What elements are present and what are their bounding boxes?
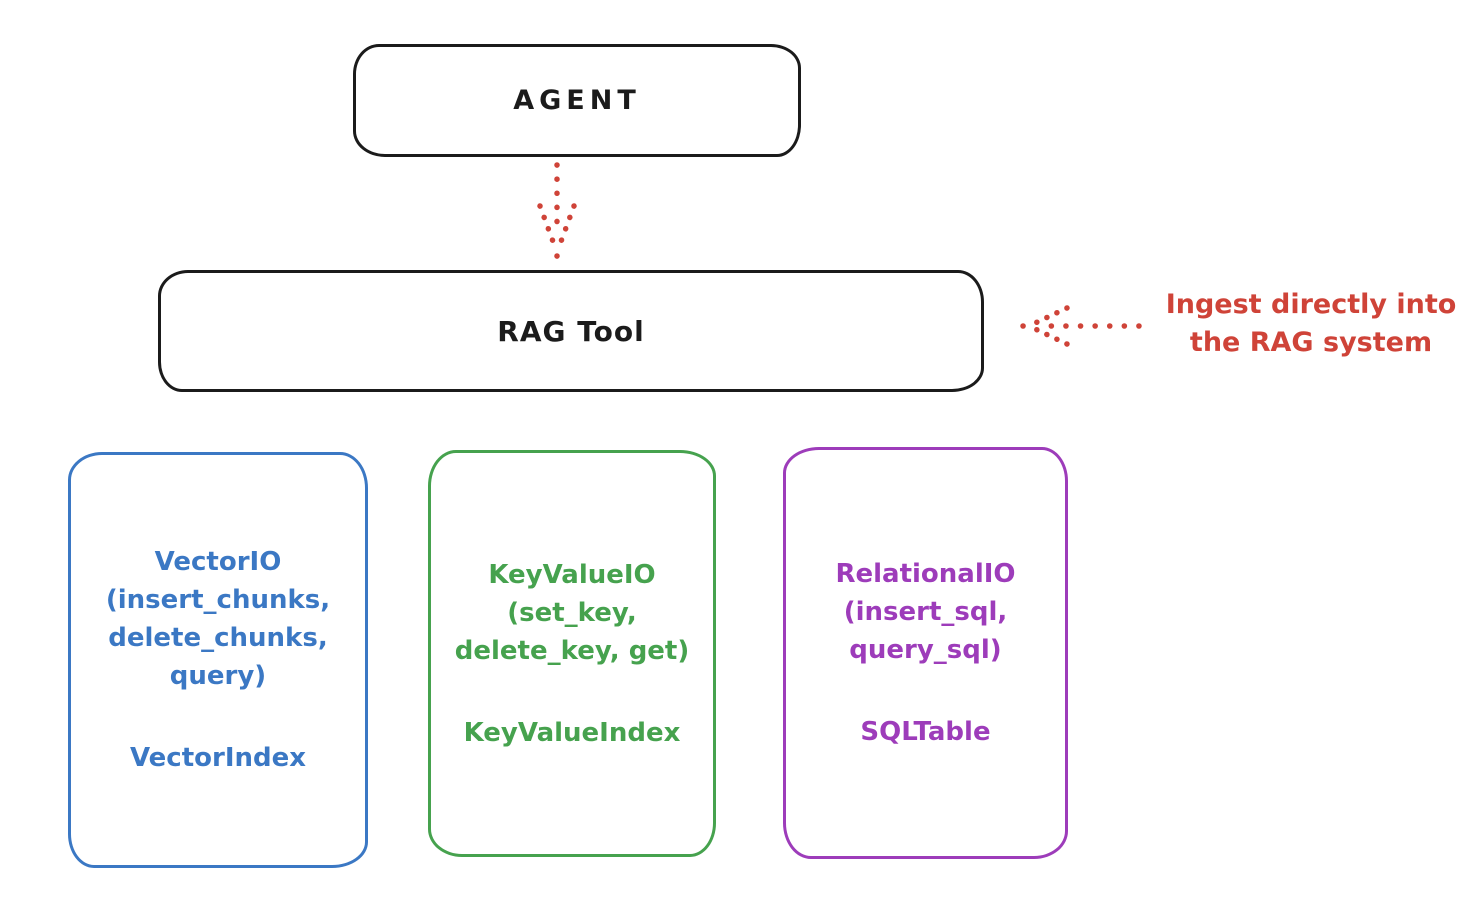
rag-tool-label: RAG Tool <box>497 314 645 348</box>
keyvalueio-box: KeyValueIO (set_key, delete_key, get) Ke… <box>428 450 716 857</box>
keyvalueio-method-line: delete_key, get) <box>454 635 690 666</box>
vectorio-method-line: delete_chunks, <box>108 623 328 653</box>
relationalio-index-label: SQLTable <box>860 717 991 747</box>
ingest-annotation-line1: Ingest directly into <box>1165 289 1457 320</box>
relationalio-box: RelationalIO (insert_sql, query_sql) SQL… <box>783 447 1068 859</box>
relationalio-method-line: query_sql) <box>849 635 1002 665</box>
dotted-arrow-down-icon <box>537 162 577 259</box>
agent-label: AGENT <box>513 85 641 116</box>
relationalio-method-line: (insert_sql, <box>843 597 1008 627</box>
ingest-annotation-line2: the RAG system <box>1189 327 1433 358</box>
vectorio-title: VectorIO <box>154 547 282 577</box>
vectorio-methods: VectorIO (insert_chunks, delete_chunks, … <box>106 543 330 695</box>
rag-tool-box: RAG Tool <box>158 270 984 392</box>
keyvalueio-index-label: KeyValueIndex <box>463 717 681 748</box>
vectorio-box: VectorIO (insert_chunks, delete_chunks, … <box>68 452 368 868</box>
relationalio-title: RelationalIO <box>835 559 1016 589</box>
agent-box: AGENT <box>353 44 801 157</box>
ingest-annotation: Ingest directly into the RAG system <box>1138 286 1484 362</box>
vectorio-method-line: query) <box>169 661 267 691</box>
keyvalueio-title: KeyValueIO <box>488 559 656 590</box>
vectorio-index-label: VectorIndex <box>129 743 307 773</box>
relationalio-methods: RelationalIO (insert_sql, query_sql) <box>835 555 1015 669</box>
vectorio-method-line: (insert_chunks, <box>105 585 331 615</box>
dotted-arrow-left-icon <box>1020 305 1142 347</box>
keyvalueio-methods: KeyValueIO (set_key, delete_key, get) <box>455 556 690 670</box>
keyvalueio-method-line: (set_key, <box>507 597 637 628</box>
